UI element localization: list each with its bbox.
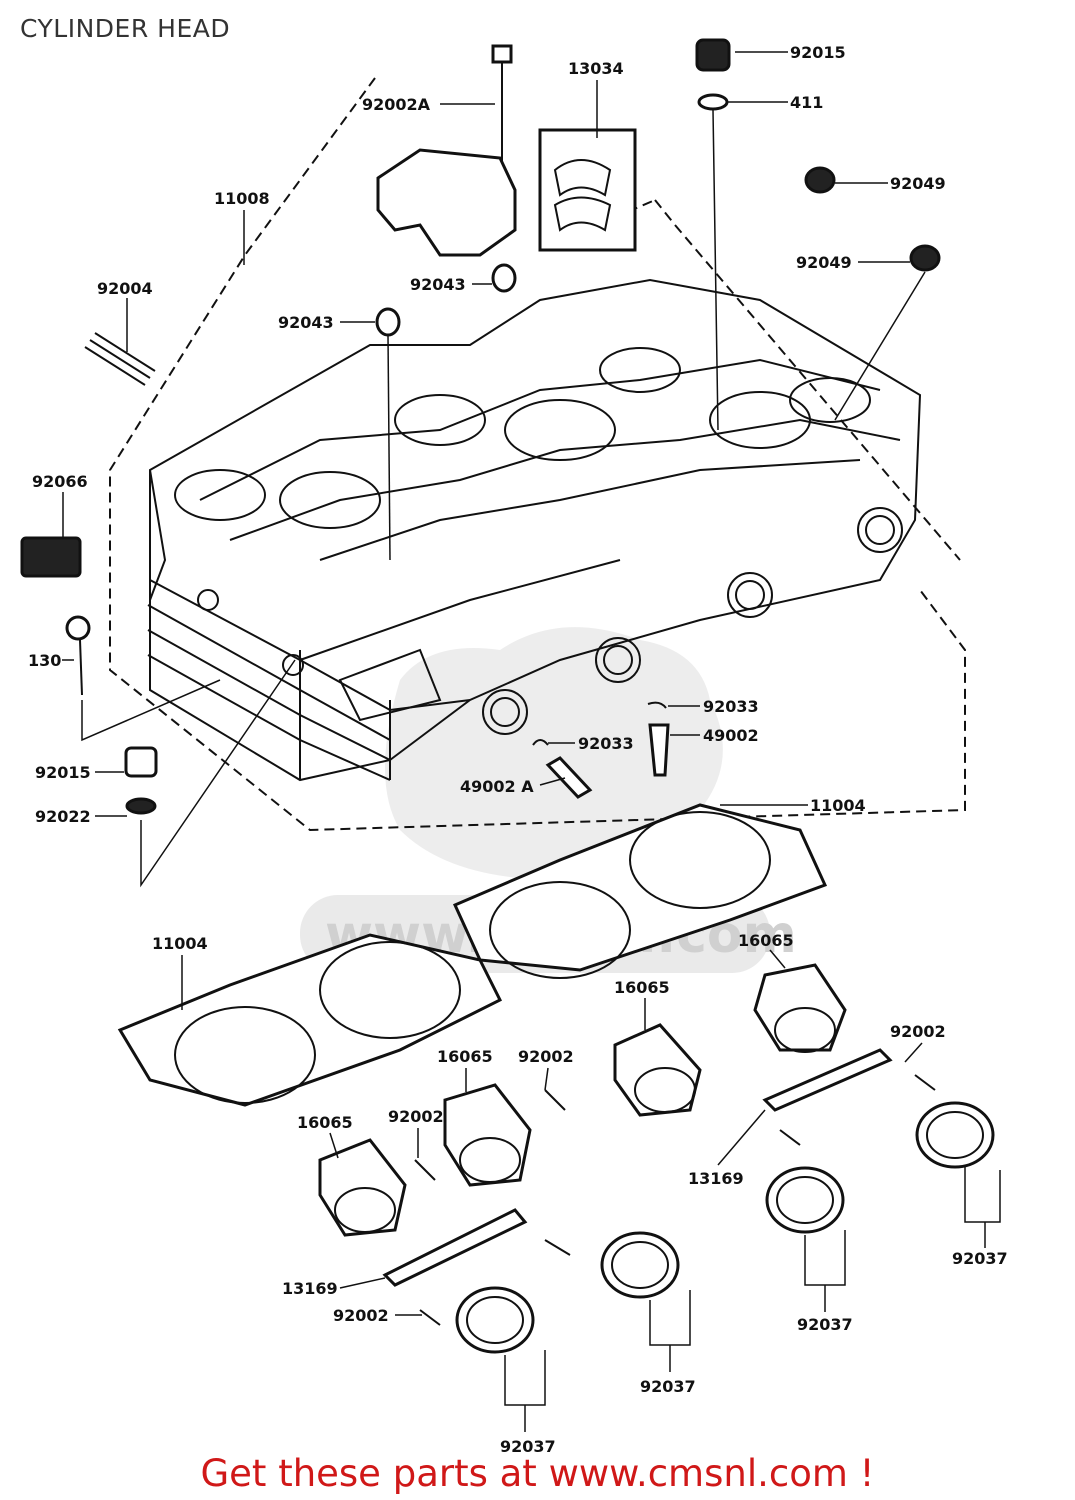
label-92002-center: 92002 (518, 1047, 574, 1066)
label-92015-top: 92015 (790, 43, 846, 62)
label-92022: 92022 (35, 807, 91, 826)
stud-92004 (89, 339, 151, 379)
bracket-13169-right (762, 1048, 893, 1112)
bolt-130-head (65, 615, 91, 641)
bolt-92002A (491, 44, 513, 64)
label-16065-left: 16065 (297, 1113, 353, 1132)
label-13169-left: 13169 (282, 1279, 338, 1298)
washer-411 (697, 93, 729, 111)
label-92002-left: 92002 (388, 1107, 444, 1126)
left-parts (20, 332, 296, 888)
cap-nut-92015-left (124, 746, 158, 778)
cotter-92033-lower (532, 739, 549, 746)
camshaft-cap (376, 148, 517, 257)
bracket-13169-left (382, 1208, 528, 1287)
watermark-logo-shape (385, 627, 723, 880)
plug-92049-upper (804, 166, 836, 194)
label-16065-mid: 16065 (614, 978, 670, 997)
label-92004: 92004 (97, 279, 153, 298)
label-92049-lower: 92049 (796, 253, 852, 272)
holder-16065-center (443, 1083, 532, 1187)
cap-nut-92015-top (695, 38, 731, 72)
label-16065-center: 16065 (437, 1047, 493, 1066)
label-92049-upper: 92049 (890, 174, 946, 193)
gaskets (117, 803, 828, 1107)
label-49002: 49002 (703, 726, 759, 745)
label-11004-right: 11004 (810, 796, 866, 815)
valve-parts (532, 701, 670, 799)
label-92066: 92066 (32, 472, 88, 491)
dowel-92043-upper (491, 263, 517, 293)
label-92033-upper: 92033 (703, 697, 759, 716)
label-92015-left: 92015 (35, 763, 91, 782)
leader-lines (62, 51, 986, 1432)
label-92002-bottom: 92002 (333, 1306, 389, 1325)
cotter-92033-upper (647, 701, 667, 709)
label-11004-left: 11004 (152, 934, 208, 953)
gasket-11004-right (453, 803, 828, 972)
dowel-92043-lower (375, 307, 401, 337)
plug-92049-lower (909, 244, 941, 272)
label-11008: 11008 (214, 189, 270, 208)
label-92002A: 92002A (362, 95, 431, 114)
clamps (455, 1101, 1001, 1406)
footer-link[interactable]: Get these parts at www.cmsnl.com ! (200, 1452, 875, 1495)
top-parts (375, 38, 941, 561)
label-130: 130 (28, 651, 61, 670)
block-92066 (20, 536, 82, 578)
label-92037-mid: 92037 (640, 1377, 696, 1396)
guide-49002 (648, 723, 670, 777)
label-13169-right: 13169 (688, 1169, 744, 1188)
holder-16065-mid (613, 1023, 702, 1117)
label-13034: 13034 (568, 59, 624, 78)
label-92037-midright: 92037 (797, 1315, 853, 1334)
guide-49002A (545, 756, 593, 799)
label-92043-upper: 92043 (410, 275, 466, 294)
bearing-box-13034 (538, 128, 637, 252)
intake-holders (318, 963, 936, 1326)
label-92037-right: 92037 (952, 1249, 1008, 1268)
label-411: 411 (790, 93, 823, 112)
label-92037-left: 92037 (500, 1437, 556, 1456)
page-title: CYLINDER HEAD (20, 14, 231, 43)
label-49002A: 49002 A (460, 777, 534, 796)
gasket-11004-left (117, 933, 503, 1107)
part-labels: 92015 411 13034 92002A 92049 92049 11008… (28, 43, 1008, 1456)
label-92033-lower: 92033 (578, 734, 634, 753)
label-92043-lower: 92043 (278, 313, 334, 332)
cylinder-head (147, 278, 922, 782)
label-16065-right: 16065 (738, 931, 794, 950)
label-92002-right: 92002 (890, 1022, 946, 1041)
washer-92022 (125, 797, 157, 815)
